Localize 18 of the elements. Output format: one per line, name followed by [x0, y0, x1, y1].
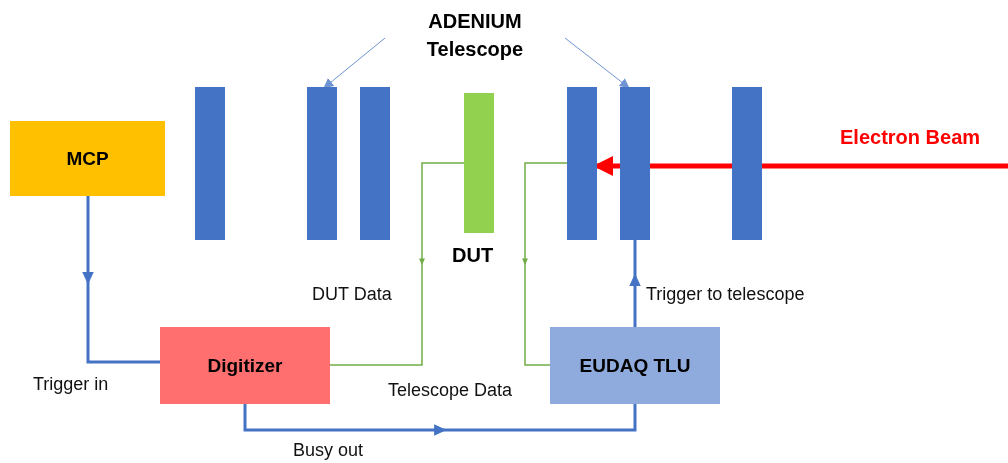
edge-label: DUT Data — [312, 284, 392, 305]
device-label: DUT — [452, 244, 494, 267]
detector-plane — [307, 87, 337, 240]
detector-plane — [464, 93, 494, 233]
edge-label: Trigger in — [33, 374, 109, 395]
detector-plane — [620, 87, 650, 240]
edge-label: Telescope Data — [388, 380, 513, 401]
process-box: Digitizer — [160, 327, 330, 404]
process-box: MCP — [10, 121, 165, 196]
detector-plane — [732, 87, 762, 240]
heading-text: ADENIUM Telescope — [385, 4, 565, 66]
detector-plane — [567, 87, 597, 240]
detector-plane — [195, 87, 225, 240]
edge-label: Electron Beam — [840, 126, 981, 149]
detector-plane — [360, 87, 390, 240]
edge-label: Trigger to telescope — [646, 284, 805, 305]
edge-label: Busy out — [293, 440, 364, 461]
process-box: EUDAQ TLU — [550, 327, 720, 404]
